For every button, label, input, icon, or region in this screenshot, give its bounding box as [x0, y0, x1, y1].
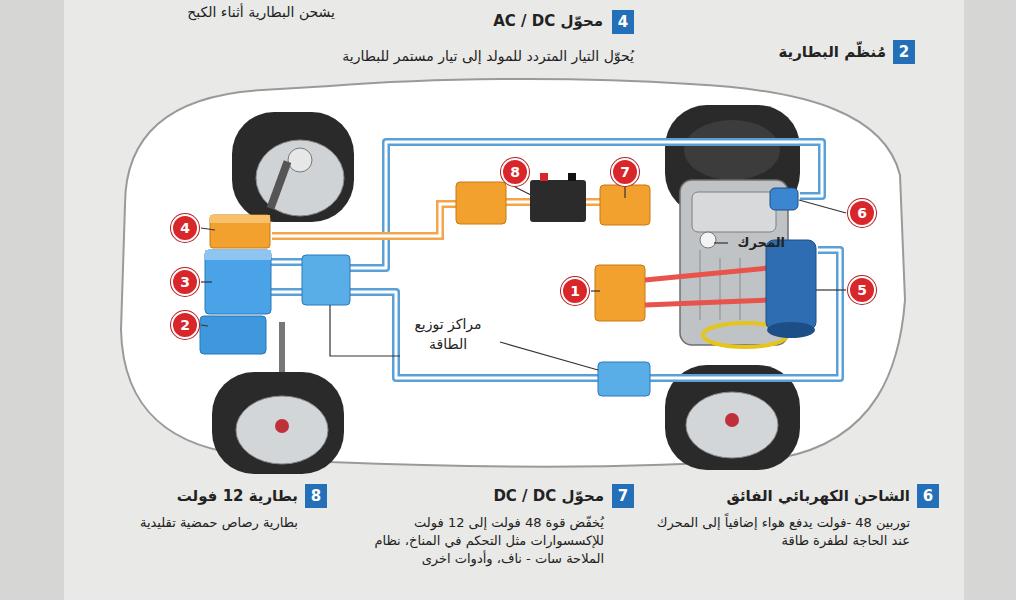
hub — [725, 413, 739, 427]
rim — [236, 396, 328, 464]
callout-circle: 8 — [501, 158, 529, 186]
wire — [270, 142, 840, 378]
description-text: يشحن البطارية أثناء الكبح — [187, 2, 335, 22]
leader-line — [201, 281, 212, 282]
blue-wires — [270, 142, 840, 378]
box — [205, 250, 271, 314]
callout-square: 4 — [612, 10, 634, 34]
wheel — [232, 112, 354, 222]
turbo-body — [770, 188, 798, 210]
heading-text: مُنظّم البطارية — [778, 42, 886, 63]
tire — [212, 372, 344, 474]
callout-number: 7 — [620, 165, 630, 179]
leader-line — [515, 187, 533, 196]
callout-number: 1 — [570, 284, 580, 298]
leader-line — [816, 289, 846, 290]
electric-supercharger — [770, 188, 798, 210]
engine-rib — [720, 258, 721, 320]
inverter-box — [595, 265, 645, 321]
leader-line — [330, 305, 400, 356]
callout-number: 3 — [180, 275, 190, 289]
callout-square: 6 — [917, 484, 939, 508]
description-text: توربين 48 -فولت يدفع هواء إضافياً إلى ال… — [655, 514, 910, 550]
callout-number: 8 — [311, 489, 321, 504]
battery-48v — [205, 250, 271, 314]
tire — [232, 112, 354, 222]
terminal — [540, 173, 548, 181]
leader-line — [500, 342, 598, 370]
terminal — [568, 173, 576, 181]
callout-circle: 1 — [561, 277, 589, 305]
leader-line — [624, 187, 625, 198]
callout-number: 2 — [180, 318, 190, 332]
leader-lines — [201, 187, 846, 370]
callout-number: 7 — [618, 489, 628, 504]
part-label: المحرك — [738, 234, 785, 252]
motor-generator — [766, 240, 816, 338]
engine-head — [692, 192, 776, 232]
description-text: بطارية رصاص حمضية تقليدية — [140, 514, 298, 532]
distribution-box — [302, 255, 350, 305]
rim — [256, 140, 344, 216]
callout-circle: 6 — [848, 199, 876, 227]
hub — [275, 419, 289, 433]
leader-line — [799, 200, 846, 213]
strut — [279, 322, 285, 372]
ac-dc-converter — [210, 215, 270, 248]
leader-line — [201, 228, 215, 230]
leader-line — [201, 325, 208, 326]
heading-text: محوّل AC / DC — [493, 11, 603, 32]
battery-regulator — [200, 316, 266, 354]
description-text: يُحوّل التيار المتردد للمولد إلى تيار مس… — [342, 46, 634, 66]
callout-circle: 2 — [171, 311, 199, 339]
leader-line — [591, 290, 600, 291]
callout-circle: 5 — [848, 276, 876, 304]
box-top — [205, 250, 271, 260]
heading-text: بطارية 12 فولت — [177, 486, 298, 507]
strut — [267, 160, 292, 210]
part-label: مراكز توزيع الطاقة — [402, 314, 494, 354]
battery-12v — [530, 173, 586, 222]
box-top — [210, 215, 270, 223]
callout-number: 8 — [510, 165, 520, 179]
engine-cap — [700, 232, 716, 248]
callout-number: 2 — [899, 45, 909, 60]
converter-box — [456, 182, 506, 224]
motor-body — [766, 240, 816, 330]
callout-number: 4 — [618, 15, 628, 30]
callout-square: 8 — [305, 484, 327, 508]
box — [200, 316, 266, 354]
engine-rib — [740, 258, 741, 320]
wire-core — [270, 142, 840, 378]
battery-body — [530, 180, 586, 222]
rim — [686, 392, 778, 458]
description-text: يُخفّض قوة 48 فولت إلى 12 فولت للإكسسوار… — [354, 514, 604, 568]
callout-circle: 7 — [611, 158, 639, 186]
dc-dc-converter — [600, 185, 650, 225]
callout-number: 6 — [923, 489, 933, 504]
callout-circle: 3 — [171, 268, 199, 296]
callout-square: 7 — [612, 484, 634, 508]
engine-rib — [700, 250, 701, 320]
callout-square: 2 — [893, 40, 915, 64]
callout-circle: 4 — [171, 214, 199, 242]
rim — [684, 120, 780, 180]
power-cable — [645, 268, 768, 305]
distribution-box — [598, 362, 650, 396]
hub — [288, 148, 312, 172]
leader-line — [714, 242, 728, 243]
heading-text: محوّل DC / DC — [493, 486, 604, 507]
box — [210, 215, 270, 248]
motor-end — [767, 322, 815, 338]
heading-text: الشاحن الكهربائي الفائق — [726, 486, 910, 507]
callout-number: 4 — [180, 221, 190, 235]
callout-number: 6 — [857, 206, 867, 220]
callout-number: 5 — [857, 283, 867, 297]
